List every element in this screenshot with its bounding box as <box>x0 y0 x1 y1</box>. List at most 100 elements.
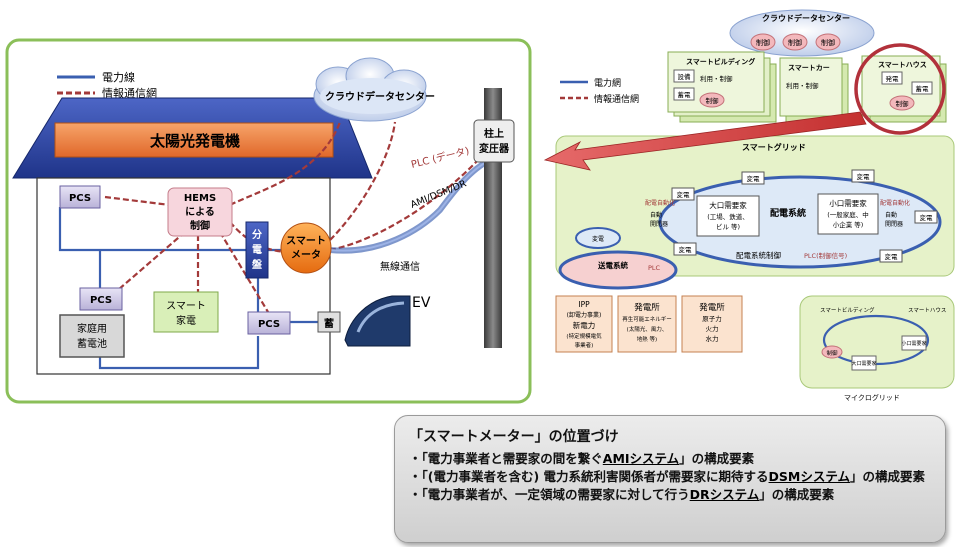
large-customer-1: 大口需要家 <box>709 200 747 210</box>
microgrid-label: マイクログリッド <box>844 393 900 402</box>
ipp-5: 事業者) <box>575 341 594 349</box>
left-cloud-label: クラウドデータセンター <box>325 90 435 103</box>
substation-5: 変電 <box>679 245 693 254</box>
house-control: 制御 <box>896 99 910 108</box>
large-customer-box <box>696 195 760 237</box>
transmission-ring <box>558 250 678 290</box>
small-distribution-ring <box>575 227 621 249</box>
smart-appliance-label-1: スマート <box>166 301 206 312</box>
pcs-label-ev: PCS <box>258 319 280 330</box>
conventional-1: 発電所 <box>699 302 725 313</box>
large-customer-3: ビル 等) <box>716 222 740 231</box>
distribution-board-char-3: 盤 <box>251 258 263 271</box>
microgrid-area <box>799 295 955 389</box>
renewable-1: 発電所 <box>634 302 660 313</box>
auto-switch-1b: 開閉器 <box>650 221 668 228</box>
hems-label-1: HEMS <box>184 193 216 204</box>
smart-appliance-box <box>153 291 219 333</box>
small-ring-substation: 変電 <box>592 235 604 243</box>
smart-building-label: スマートビルディング <box>686 57 755 66</box>
renewable-2: 再生可能エネルギー <box>622 315 672 323</box>
mg-house: スマートハウス <box>908 306 946 314</box>
renewable-4: 地熱 等) <box>637 335 657 343</box>
mg-control: 制御 <box>826 349 838 357</box>
small-customer-3: 小企業 等) <box>833 220 864 229</box>
ev-storage-box <box>317 311 341 333</box>
right-cloud-controls <box>750 33 841 51</box>
house-body <box>36 177 331 375</box>
callout-item-dr: ・「電力事業者が、一定領域の需要家に対して行うDRシステム」の構成要素 <box>409 487 835 502</box>
ev-label: EV <box>412 295 431 311</box>
ipp-2: (卸電力事業) <box>567 311 602 319</box>
distribution-board-char-2: 電 <box>252 244 262 256</box>
callout-item-dsm: ・「(電力事業者を含む) 電力系統利害関係者が需要家に期待するDSMシステム」の… <box>409 469 925 484</box>
conventional-3: 火力 <box>706 324 719 333</box>
house-generation: 発電 <box>886 74 900 83</box>
smart-grid-label: スマートグリッド <box>742 142 806 152</box>
substation-4: 変電 <box>920 213 934 222</box>
wireless-label: 無線通信 <box>380 260 420 273</box>
car-use-control: 利用・制御 <box>786 81 819 90</box>
smart-car-box <box>779 57 843 117</box>
smart-meter <box>280 222 332 274</box>
pole-transformer-label-2: 変圧器 <box>479 142 510 155</box>
auto-switch-2b: 開閉器 <box>885 221 903 228</box>
building-control: 制御 <box>706 96 720 105</box>
ipp-box <box>555 295 613 353</box>
cloud-control-1: 制御 <box>756 38 770 47</box>
building-equipment: 設備 <box>678 72 692 81</box>
callout-title: 「スマートメーター」の位置づけ <box>409 429 619 445</box>
home-battery-box <box>59 314 125 358</box>
smart-meter-callout: 「スマートメーター」の位置づけ ・「電力事業者と需要家の間を繋ぐAMIシステム」… <box>394 415 946 543</box>
callout-item-ami: ・「電力事業者と需要家の間を繋ぐAMIシステム」の構成要素 <box>409 451 755 466</box>
pole-transformer <box>473 119 515 163</box>
pcs-box-solar <box>59 185 101 209</box>
pcs-box-battery <box>79 287 123 311</box>
large-customer-2: (工場、鉄道、 <box>707 212 749 221</box>
auto-switch-2a: 自動 <box>885 211 897 219</box>
solar-label: 太陽光発電機 <box>150 132 240 150</box>
substation-1: 変電 <box>677 190 691 199</box>
smart-meter-label-1: スマート <box>286 235 326 247</box>
renewable-3: (太陽光、風力、 <box>627 325 668 333</box>
mg-small: 小口需要家 <box>901 340 926 347</box>
plc-control-label: PLC(制御信号) <box>804 251 847 260</box>
right-legend-power: 電力網 <box>594 77 621 89</box>
left-cloud-center <box>320 78 424 114</box>
dist-automation-2: 配電自動化 <box>880 199 910 207</box>
transmission-label: 送電系統 <box>597 260 628 270</box>
distribution-board-char-1: 分 <box>252 228 262 241</box>
substation-3: 変電 <box>857 172 871 181</box>
cloud-control-3: 制御 <box>821 38 835 47</box>
right-cloud-label: クラウドデータセンター <box>762 13 850 23</box>
smart-meter-label-2: メータ <box>291 249 321 261</box>
smart-appliance-label-2: 家電 <box>176 314 196 327</box>
small-customer-1: 小口需要家 <box>829 198 867 208</box>
auto-switch-1a: 自動 <box>650 211 662 219</box>
building-use-control: 利用・制御 <box>700 74 733 83</box>
right-legend-info: 情報通信網 <box>594 93 639 105</box>
renewable-plant-box <box>617 295 677 353</box>
ipp-3: 新電力 <box>573 320 596 330</box>
smart-house-label: スマートハウス <box>878 60 927 69</box>
ipp-1: IPP <box>578 300 590 309</box>
small-customer-box <box>817 193 879 235</box>
hems-label-2: による <box>185 206 215 218</box>
conventional-plant-box <box>681 295 743 353</box>
pole-transformer-label-1: 柱上 <box>484 127 504 140</box>
ev-car <box>344 295 411 347</box>
pcs-label-battery: PCS <box>90 295 112 306</box>
smart-car-label: スマートカー <box>788 64 830 72</box>
pcs-box-ev <box>247 311 291 335</box>
conventional-4: 水力 <box>706 334 719 343</box>
mg-large: 大口需要家 <box>851 360 876 367</box>
small-customer-2: (一般家庭、中 <box>827 210 869 219</box>
substation-2: 変電 <box>747 174 761 183</box>
distribution-board <box>245 221 269 279</box>
building-storage: 蓄電 <box>678 90 692 99</box>
hems-label-3: 制御 <box>190 219 210 232</box>
highlight-arrow <box>543 111 867 171</box>
ipp-4: (特定規模電気 <box>566 332 602 340</box>
smart-house-highlight <box>854 43 946 135</box>
